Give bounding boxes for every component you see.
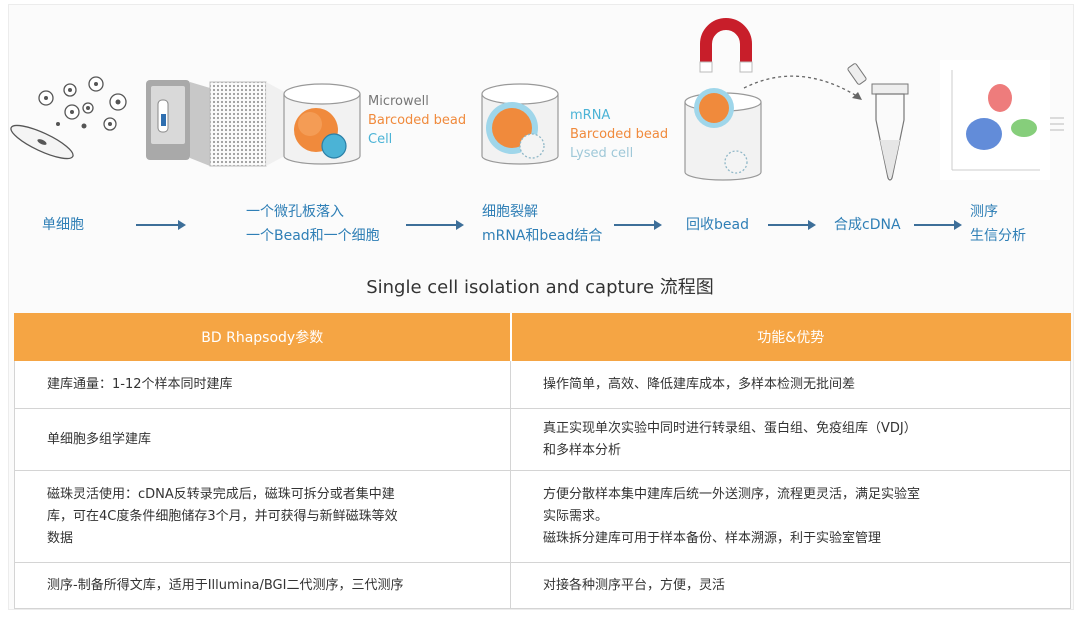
advantage-cell: 操作简单，高效、降低建库成本，多样本检测无批间差: [510, 360, 1071, 409]
microwell-legend: Microwell Barcoded bead Cell: [368, 92, 466, 149]
param-cell: 测序-制备所得文库，适用于Illumina/BGI二代测序，三代测序: [14, 562, 511, 609]
microwell-grid-illustration: [209, 81, 292, 167]
parameters-table: BD Rhapsody参数 功能&优势 建库通量：1-12个样本同时建库 操作简…: [14, 313, 1071, 609]
cell-lysis-illustration: [481, 83, 559, 165]
step-microwell-loading: 一个微孔板落入 一个Bead和一个细胞: [246, 204, 380, 244]
legend-barcoded-bead-label: Barcoded bead: [368, 113, 467, 128]
header-advantages: 功能&优势: [509, 313, 1071, 361]
cartridge-illustration: [146, 80, 210, 166]
flow-arrow: [406, 220, 464, 230]
step-bead-retrieval: 回收bead: [686, 217, 749, 233]
flow-arrow: [768, 220, 816, 230]
flow-arrow: [614, 220, 662, 230]
table-row: 磁珠灵活使用：cDNA反转录完成后，磁珠可拆分或者集中建 库，可在4C度条件细胞…: [14, 470, 1071, 563]
step-cell-lysis: 细胞裂解 mRNA和bead结合: [482, 204, 603, 244]
legend-microwell-label: Microwell: [368, 94, 429, 109]
workflow-illustration: [10, 18, 1064, 181]
microwell-capture-illustration: [283, 83, 361, 165]
legend-bead-label: Barcoded bead: [570, 127, 669, 142]
flow-arrow: [914, 220, 962, 230]
advantage-cell: 真正实现单次实验中同时进行转录组、蛋白组、免疫组库（VDJ） 和多样本分析: [510, 408, 1071, 471]
flow-arrow: [136, 220, 186, 230]
table-row: 测序-制备所得文库，适用于Illumina/BGI二代测序，三代测序 对接各种测…: [14, 562, 1071, 609]
step-sequencing-analysis: 测序 生信分析: [970, 204, 1026, 244]
step-single-cell: 单细胞: [42, 217, 84, 233]
table-header-row: BD Rhapsody参数 功能&优势: [14, 313, 1071, 361]
legend-lysed-cell-label: Lysed cell: [570, 146, 634, 161]
advantage-cell: 方便分散样本集中建库后统一外送测序，流程更灵活，满足实验室 实际需求。 磁珠拆分…: [510, 470, 1071, 563]
param-cell: 单细胞多组学建库: [14, 408, 511, 471]
header-parameters: BD Rhapsody参数: [14, 313, 511, 361]
table-row: 单细胞多组学建库 真正实现单次实验中同时进行转录组、蛋白组、免疫组库（VDJ） …: [14, 408, 1071, 471]
bead-retrieval-illustration: [684, 18, 862, 181]
cluster-plot-illustration: [940, 60, 1064, 180]
figure-caption: Single cell isolation and capture 流程图: [366, 277, 714, 298]
legend-mrna-label: mRNA: [570, 108, 611, 123]
param-cell: 建库通量：1-12个样本同时建库: [14, 360, 511, 409]
legend-cell-label: Cell: [368, 132, 393, 147]
step-cdna-synthesis: 合成cDNA: [834, 217, 901, 233]
lysis-legend: mRNA Barcoded bead Lysed cell: [570, 106, 668, 163]
advantage-cell: 对接各种测序平台，方便，灵活: [510, 562, 1071, 609]
table-row: 建库通量：1-12个样本同时建库 操作简单，高效、降低建库成本，多样本检测无批间…: [14, 360, 1071, 409]
param-cell: 磁珠灵活使用：cDNA反转录完成后，磁珠可拆分或者集中建 库，可在4C度条件细胞…: [14, 470, 511, 563]
pcr-tube-illustration: [847, 63, 909, 181]
single-cells-illustration: [10, 76, 127, 160]
